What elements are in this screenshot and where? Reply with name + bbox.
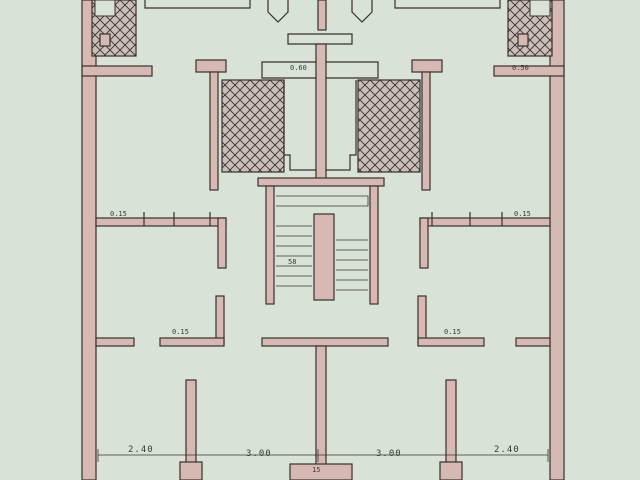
stair-treads <box>276 225 368 291</box>
door-mid-left <box>143 212 211 226</box>
top-center-pillar <box>317 0 327 31</box>
outer-wall-right <box>549 0 565 480</box>
stair-wall-right <box>369 185 379 305</box>
shaft-center-right <box>357 79 421 173</box>
partition-low-center <box>261 337 389 347</box>
pier-b <box>315 345 327 480</box>
core-spine <box>315 43 327 181</box>
base-block-right <box>439 461 463 480</box>
note-mid-left: 0.15 <box>110 210 127 218</box>
partition-low-right-v <box>417 295 427 345</box>
dimension-line <box>97 449 549 462</box>
pier-a <box>185 379 197 480</box>
note-low-right: 0.15 <box>444 328 461 336</box>
base-block-left <box>179 461 203 480</box>
top-wall-right <box>493 65 565 77</box>
note-low-left: 0.15 <box>172 328 189 336</box>
column-right-a <box>411 59 443 73</box>
staircase: 58 <box>265 185 379 305</box>
partition-mid-right <box>419 217 551 227</box>
dim-center-right: 3.00 <box>376 449 402 459</box>
shaft-top-left-inner <box>94 0 116 17</box>
dim-left-room: 2.40 <box>128 445 154 455</box>
top-arrow-right <box>351 0 373 23</box>
door-mid-right <box>431 212 503 226</box>
partition-mid-left <box>95 217 227 227</box>
partition-mid-left-v <box>217 217 227 269</box>
note-top-center: 0.60 <box>290 64 307 72</box>
wall-ur-vertical <box>421 71 431 191</box>
partition-low-left-h <box>159 337 225 347</box>
corridor-top <box>261 61 379 79</box>
shaft-center-left <box>221 79 285 173</box>
stair-mark: 58 <box>288 258 296 266</box>
top-lines-right <box>394 0 501 9</box>
stair-wall-left <box>265 185 275 305</box>
pier-c <box>445 379 457 480</box>
wall-ul-vertical <box>209 71 219 191</box>
partition-low-left-stub <box>95 337 135 347</box>
partition-low-left-v <box>215 295 225 345</box>
partition-low-right-h <box>417 337 485 347</box>
stair-landing <box>276 195 369 207</box>
stair-newel <box>313 213 335 301</box>
center-top-cap <box>287 33 353 45</box>
column-left-a <box>195 59 227 73</box>
top-wall-left <box>81 65 153 77</box>
note-mid-right: 0.15 <box>514 210 531 218</box>
note-top-right: 0.50 <box>512 64 529 72</box>
outer-wall-left <box>81 0 97 480</box>
dim-center-left: 3.00 <box>246 449 272 459</box>
dim-right-room: 2.40 <box>494 445 520 455</box>
shaft-top-right-inner <box>529 0 551 17</box>
top-arrow-left <box>267 0 289 23</box>
partition-mid-right-v <box>419 217 429 269</box>
partition-low-right-stub <box>515 337 551 347</box>
dim-lower-mid: 15 <box>312 466 320 474</box>
shaft-top-right-marker <box>517 33 529 47</box>
shaft-top-left-marker <box>99 33 111 47</box>
base-block-center <box>289 463 353 480</box>
top-lines-left <box>144 0 251 9</box>
core-lintel <box>257 177 385 187</box>
